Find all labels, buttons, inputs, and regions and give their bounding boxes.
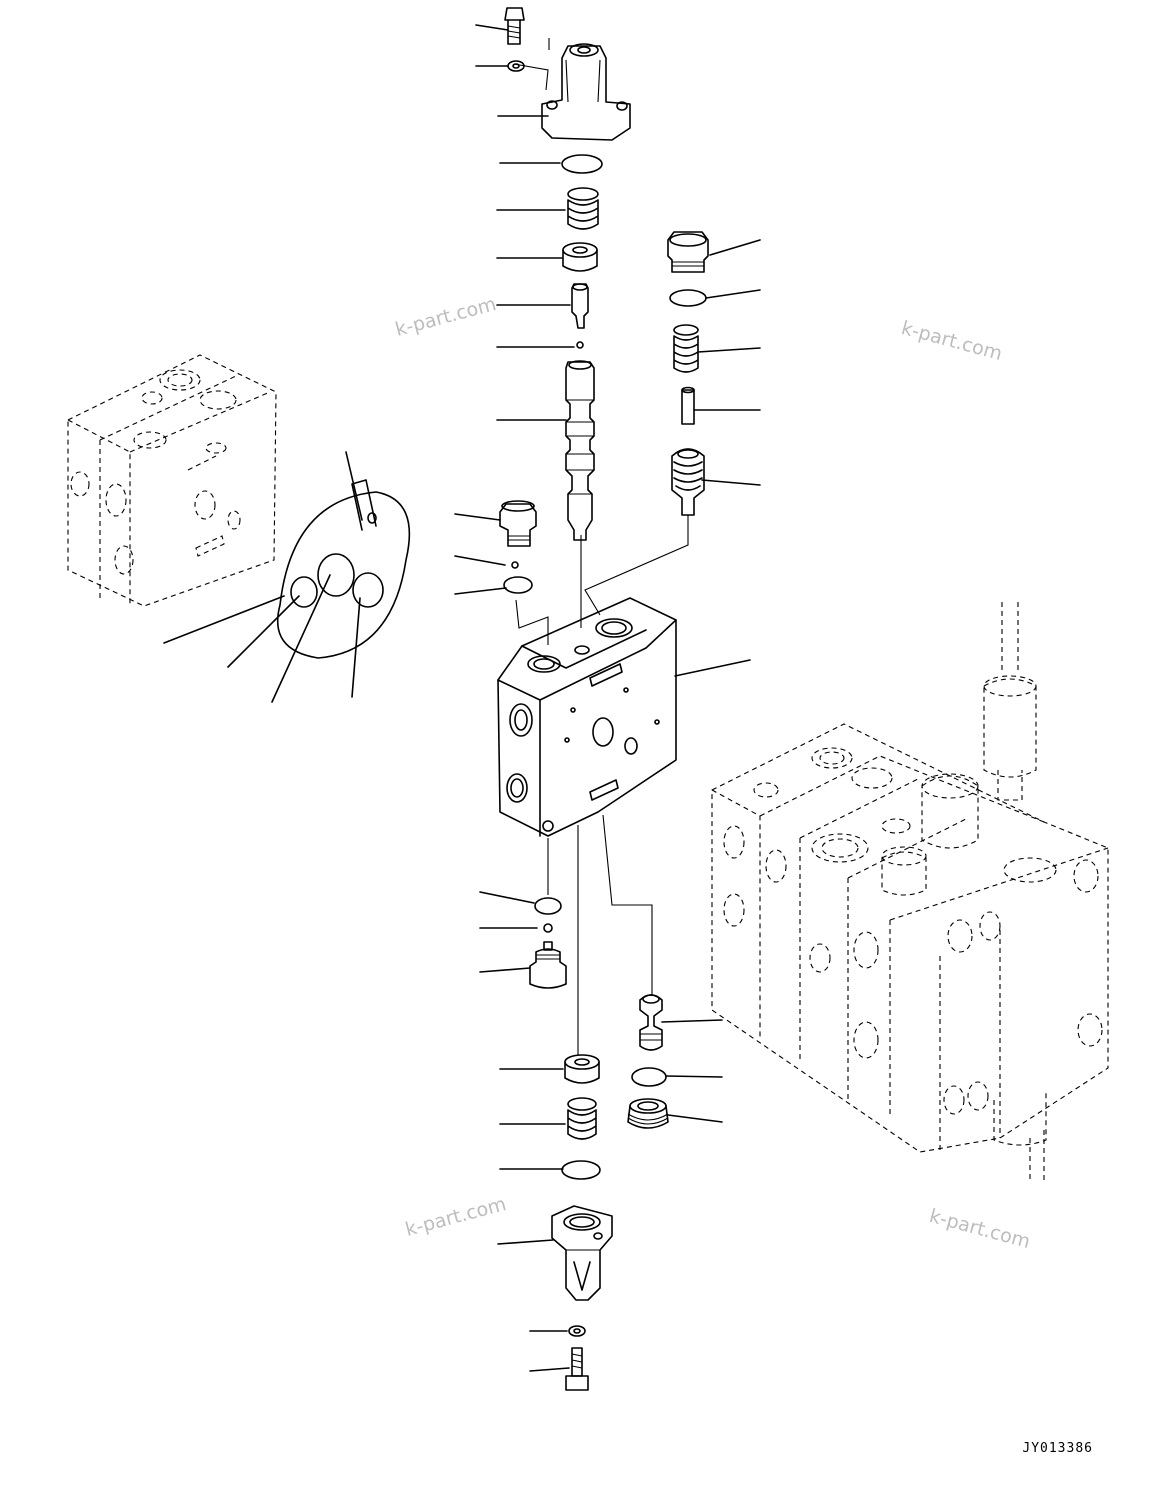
leader-lines-left — [163, 24, 575, 1372]
o-ring-lower-2 — [561, 1160, 601, 1180]
o-ring-left — [503, 576, 533, 594]
spring-top — [567, 187, 599, 230]
o-ring-right-upper — [669, 289, 707, 307]
poppet-upper — [571, 283, 589, 329]
small-ball — [576, 341, 584, 349]
small-ring-lower — [543, 923, 553, 933]
main-spool — [565, 360, 595, 541]
phantom-assembly-right — [711, 602, 1109, 1182]
spring-lower — [567, 1097, 597, 1140]
check-valve-right — [671, 448, 705, 516]
pin-right — [681, 386, 695, 425]
cap-washer — [507, 60, 525, 72]
seat-ring-lower — [564, 1054, 600, 1084]
valve-block — [497, 597, 677, 837]
seat-ring-top — [562, 242, 598, 272]
assembly-lines — [513, 38, 689, 1055]
spring-right — [673, 324, 699, 373]
cap-washer-bottom — [568, 1325, 586, 1337]
o-ring-lower-right — [631, 1067, 667, 1087]
plug-left-top — [499, 500, 537, 547]
cap-bolt-bottom — [565, 1347, 589, 1391]
cap-bolt — [504, 7, 525, 45]
plug-right-upper — [667, 231, 709, 273]
drawing-code: JY013386 — [1022, 1441, 1093, 1456]
small-ring-left — [511, 561, 519, 569]
leader-lines-right — [661, 239, 761, 1123]
o-ring-lower-1 — [534, 897, 562, 915]
plug-lower-left — [529, 941, 567, 989]
gasket — [276, 479, 411, 659]
check-valve-lower-right — [639, 994, 663, 1051]
valve-cap-bottom — [551, 1205, 613, 1301]
phantom-block-left — [67, 354, 277, 607]
valve-cap-top — [541, 43, 631, 141]
o-ring-1 — [561, 154, 603, 174]
plug-lower-right — [627, 1098, 669, 1129]
